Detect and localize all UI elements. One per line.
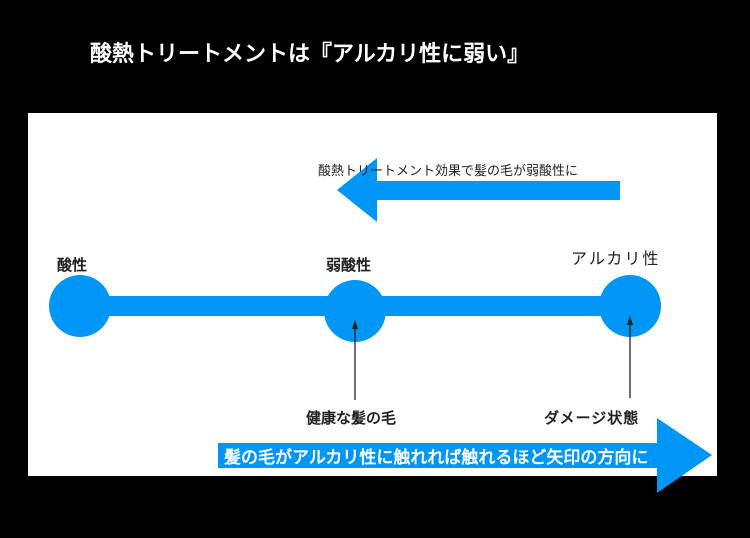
- weak-acid-label: 弱酸性: [326, 256, 372, 274]
- alkaline-label: アルカリ性: [571, 249, 661, 268]
- alkaline-point: [599, 275, 661, 337]
- top-arrow-label: 酸熱トリートメント効果で髪の毛が弱酸性に: [318, 164, 579, 179]
- damage-label: ダメージ状態: [544, 409, 640, 427]
- page-title: 酸熱トリートメントは『アルカリ性に弱い』: [90, 42, 530, 67]
- weak-acid-point: [324, 280, 386, 342]
- acid-point: [49, 275, 111, 337]
- top-left-arrow: [337, 158, 620, 222]
- bottom-right-arrow: [218, 418, 712, 493]
- bottom-arrow-label: 髪の毛がアルカリ性に触れれば触れるほど矢印の方向に: [224, 448, 649, 468]
- acid-label: 酸性: [57, 256, 88, 274]
- healthy-hair-label: 健康な髪の毛: [306, 409, 397, 427]
